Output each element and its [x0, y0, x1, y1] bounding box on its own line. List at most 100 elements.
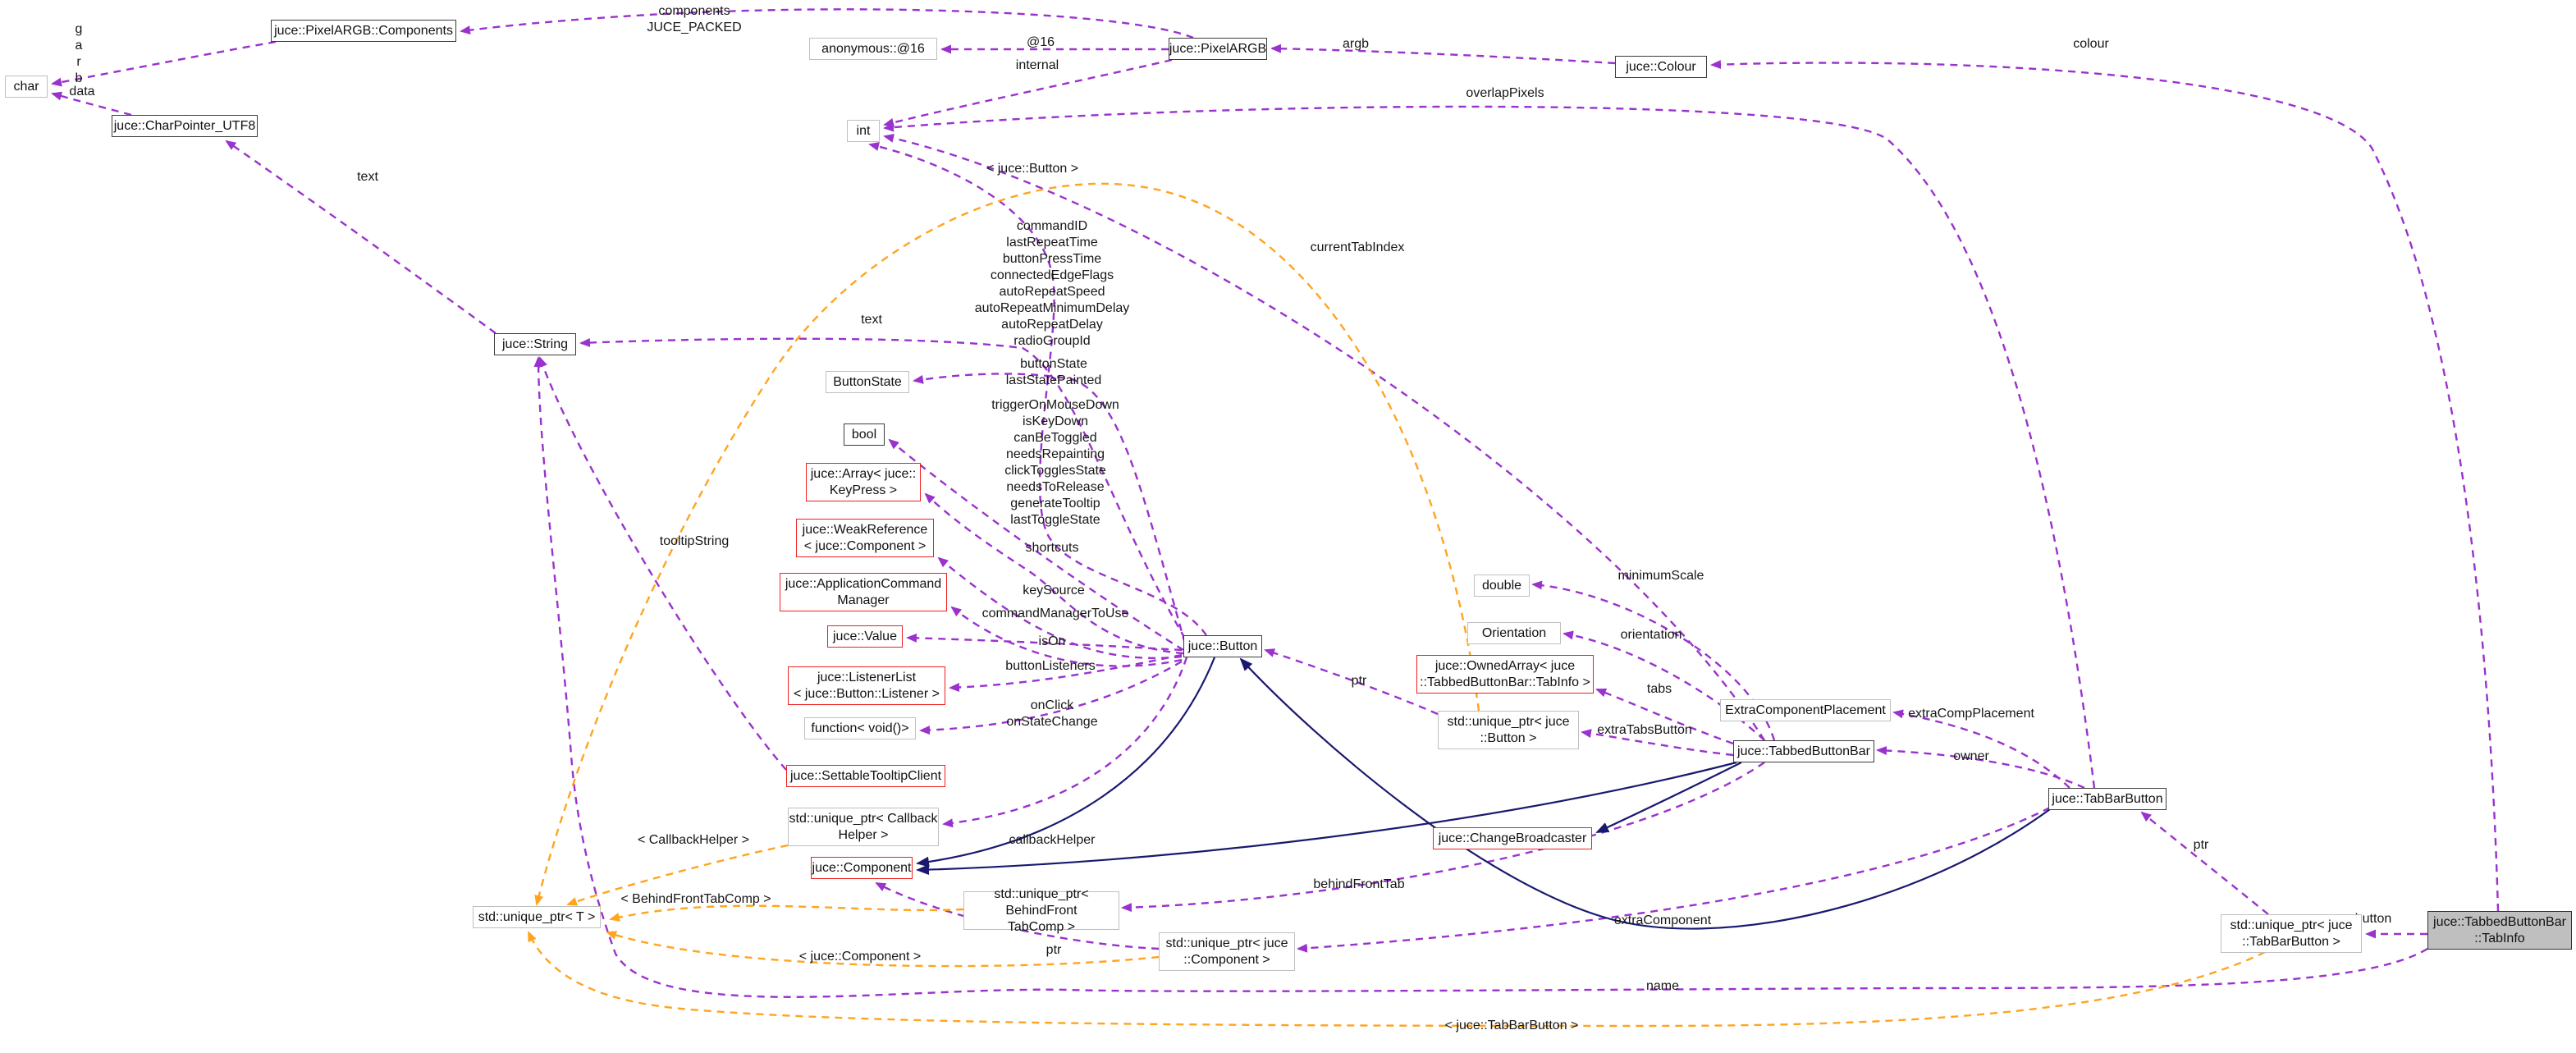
class-node-pixelargb-components[interactable]: juce::PixelARGB::Components — [271, 20, 456, 42]
class-node-buttonstate: ButtonState — [826, 371, 909, 393]
edge-label-on-click: onClick onStateChange — [1006, 698, 1098, 729]
edge-tmpl-uptrcb-to-uptrt — [566, 844, 789, 906]
edge-label-extra-tabs-button: extraTabsButton — [1597, 723, 1692, 737]
class-node-pixelargb[interactable]: juce::PixelARGB — [1169, 38, 1267, 60]
edge-components-to-char — [51, 40, 277, 87]
class-node-string[interactable]: juce::String — [494, 333, 576, 355]
edge-label-argb: argb — [1342, 37, 1370, 51]
edge-label-orientation: orientation — [1620, 628, 1682, 642]
edge-uptrcomp-to-component-ptr — [875, 881, 1160, 950]
edge-button-to-function-onclick — [919, 660, 1183, 735]
class-node-bool[interactable]: bool — [844, 423, 885, 446]
class-node-int: int — [847, 120, 880, 142]
edge-label-button-member: button — [2354, 912, 2392, 926]
edge-button-to-listenerlist — [949, 653, 1183, 693]
edge-label-extra-component: extraComponent — [1613, 913, 1712, 927]
edge-inh-tbb-to-changebroadcaster — [1595, 762, 1742, 833]
class-node-uptr-tabbarbutton: std::unique_ptr< juce ::TabBarButton > — [2221, 914, 2362, 953]
edge-label-tmpl-tabbarbutton: < juce::TabBarButton > — [1444, 1019, 1579, 1032]
class-node-charpointer-utf8[interactable]: juce::CharPointer_UTF8 — [112, 115, 258, 137]
edge-colour-to-pixelargb — [1270, 43, 1616, 65]
class-node-colour[interactable]: juce::Colour — [1615, 56, 1707, 78]
edge-inh-button-to-component — [916, 657, 1216, 868]
edge-tabbarbutton-to-tbb-owner — [1876, 745, 2085, 790]
edge-label-text-button-string: text — [861, 313, 882, 327]
edge-button-to-int-commands — [868, 142, 1207, 636]
edge-label-tmpl-juce-component: < juce::Component > — [798, 950, 922, 964]
edge-button-to-weakref-keysource — [937, 556, 1183, 659]
edge-label-tmpl-behindfronttabcomp: < BehindFrontTabComp > — [620, 892, 771, 906]
edge-label-owner: owner — [1953, 749, 1989, 763]
edge-uptrbutton-to-button-ptr — [1264, 648, 1439, 716]
edge-label-at16: @16 — [1026, 35, 1055, 49]
edge-label-key-source: keySource — [1023, 584, 1085, 597]
edge-label-extra-comp-placement: extraCompPlacement — [1908, 707, 2034, 721]
edge-tbb-to-int-currenttab — [883, 133, 1766, 741]
class-node-uptr-button: std::unique_ptr< juce ::Button > — [1438, 711, 1579, 749]
edge-label-data: data — [69, 85, 95, 98]
edge-label-tmpl-callback-helper: < CallbackHelper > — [637, 833, 750, 847]
class-node-uptr-callback-helper: std::unique_ptr< Callback Helper > — [788, 808, 939, 846]
class-node-function-void: function< void()> — [804, 717, 916, 739]
edge-string-to-charpointer-text — [225, 140, 496, 334]
edge-label-ptr-component: ptr — [1045, 943, 1062, 957]
class-node-changebroadcaster[interactable]: juce::ChangeBroadcaster — [1433, 827, 1592, 849]
edge-tmpl-uptrbftc-to-uptrt — [609, 904, 964, 922]
class-node-char: char — [5, 76, 48, 98]
class-node-tabbarbutton[interactable]: juce::TabBarButton — [2048, 788, 2166, 810]
edge-label-overlap-pixels: overlapPixels — [1466, 86, 1544, 100]
edge-label-shortcuts: shortcuts — [1025, 541, 1079, 555]
edge-button-to-value-ison — [906, 633, 1183, 652]
edge-button-to-buttonstate — [913, 373, 1187, 644]
edge-label-tooltip-string: tooltipString — [659, 534, 730, 548]
edge-label-callback-helper: callbackHelper — [1009, 833, 1096, 847]
class-node-button[interactable]: juce::Button — [1183, 635, 1262, 657]
edge-button-to-uptrcb-callbackhelper — [942, 657, 1188, 828]
edge-label-current-tab-index: currentTabIndex — [1310, 240, 1405, 254]
class-node-extra-component-placement: ExtraComponentPlacement — [1720, 699, 1891, 721]
edge-label-components-juce-packed: components JUCE_PACKED — [647, 4, 742, 34]
edge-label-button-state: buttonState lastStatePainted — [1005, 357, 1102, 387]
edge-label-command-block: commandID lastRepeatTime buttonPressTime… — [974, 219, 1130, 348]
class-node-weakreference[interactable]: juce::WeakReference < juce::Component > — [796, 519, 934, 557]
edge-label-is-on: isOn — [1038, 634, 1066, 648]
edge-tmpl-uptrcomp-to-uptrt — [606, 931, 1160, 968]
edge-tabinfo-to-colour — [1710, 60, 2500, 912]
edge-label-name: name — [1645, 979, 1680, 993]
edge-label-button-listeners: buttonListeners — [1005, 659, 1096, 673]
edge-label-minimum-scale: minimumScale — [1617, 569, 1704, 583]
edge-label-command-manager-to-use: commandManagerToUse — [981, 607, 1129, 620]
edge-sttc-to-string-tooltip — [538, 356, 787, 771]
edge-label-trigger-block: triggerOnMouseDown isKeyDown canBeToggle… — [991, 398, 1119, 527]
edge-tmpl-uptrbutton-to-uptrt — [534, 182, 1480, 906]
edge-inh-tabbarbutton-to-button — [1239, 657, 2051, 930]
class-node-settable-tooltip-client[interactable]: juce::SettableTooltipClient — [786, 765, 945, 787]
edge-charpointer-to-char — [51, 91, 132, 117]
class-node-double: double — [1474, 575, 1530, 597]
edge-tbb-to-orientation — [1563, 630, 1765, 741]
class-node-value[interactable]: juce::Value — [827, 625, 903, 648]
edge-button-to-array-shortcuts — [924, 492, 1184, 655]
class-node-orientation: Orientation — [1467, 622, 1561, 644]
class-node-anonymous-16: anonymous::@16 — [809, 38, 937, 60]
edge-label-internal: internal — [1015, 58, 1059, 72]
class-node-listenerlist[interactable]: juce::ListenerList < juce::Button::Liste… — [788, 666, 945, 705]
class-node-tabbedbuttonbar[interactable]: juce::TabbedButtonBar — [1733, 740, 1874, 762]
edge-pixelargb-to-components — [460, 8, 1194, 39]
class-node-uptr-component: std::unique_ptr< juce ::Component > — [1159, 932, 1295, 971]
edge-label-tmpl-juce-button: < juce::Button > — [986, 162, 1079, 176]
class-node-array-keypress[interactable]: juce::Array< juce:: KeyPress > — [806, 463, 921, 501]
edge-tabbarbutton-to-int-overlap — [883, 105, 2096, 789]
edge-label-ptr-tabbarbutton: ptr — [2193, 838, 2209, 852]
class-node-application-command-manager[interactable]: juce::ApplicationCommand Manager — [780, 573, 947, 611]
edge-label-behind-front-tab: behindFrontTab — [1313, 877, 1405, 891]
class-node-component[interactable]: juce::Component — [811, 857, 913, 879]
edge-pixelargb-to-int — [883, 58, 1173, 127]
edge-label-ptr-button: ptr — [1351, 674, 1367, 688]
edge-tbb-to-uptrbutton-extratabs — [1581, 729, 1734, 757]
class-node-uptr-behindfronttabcomp: std::unique_ptr< BehindFront TabComp > — [963, 887, 1119, 934]
edge-inh-tbb-to-component — [916, 761, 1737, 876]
class-node-ownedarray-tabinfo[interactable]: juce::OwnedArray< juce ::TabbedButtonBar… — [1416, 655, 1594, 694]
edge-button-to-string-text — [579, 337, 1187, 639]
